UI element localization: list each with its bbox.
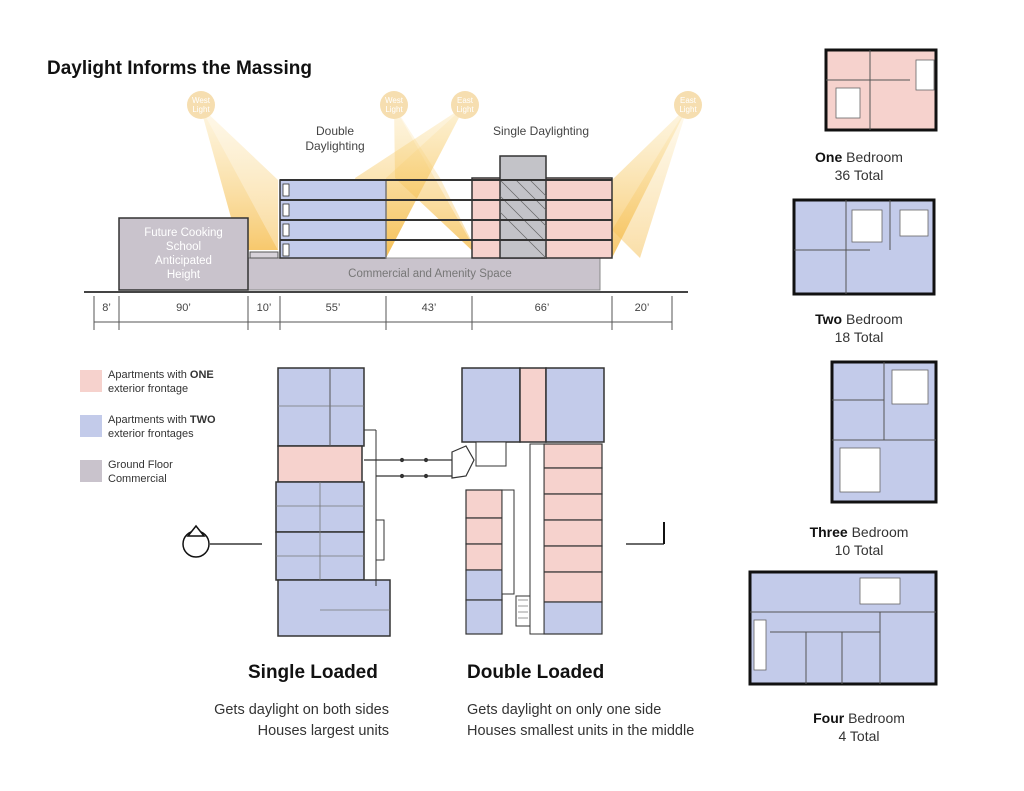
legend-swatch-two — [80, 415, 102, 437]
unit-caption-one: One Bedroom 36 Total — [815, 149, 903, 183]
floor-lines — [280, 179, 612, 241]
dim-8: 8’ — [102, 302, 111, 314]
unit-plans — [748, 48, 938, 686]
dim-20: 20’ — [634, 302, 650, 314]
dim-66: 66’ — [534, 302, 550, 314]
light-cone-east-2b — [612, 106, 688, 258]
single-loaded-title: Single Loaded — [248, 662, 378, 683]
dimension-line — [93, 296, 673, 330]
legend-swatch-commercial — [80, 460, 102, 482]
stair-core — [499, 155, 547, 259]
unit-caption-two: Two Bedroom 18 Total — [815, 311, 903, 345]
cooking-school-block — [118, 217, 249, 291]
unit-plan-two-bedroom — [792, 198, 936, 296]
double-loaded-title: Double Loaded — [467, 662, 605, 683]
unit-caption-four: Four Bedroom 4 Total — [813, 710, 905, 744]
dim-43: 43’ — [421, 302, 437, 314]
bridge — [364, 445, 475, 479]
page-title: Daylight Informs the Massing — [47, 58, 312, 79]
dim-10: 10’ — [256, 302, 272, 314]
unit-caption-three: Three Bedroom 10 Total — [809, 524, 909, 558]
legend-swatch-one — [80, 370, 102, 392]
single-loaded-plan — [275, 367, 391, 637]
double-loaded-plan — [461, 367, 605, 635]
floor-plans — [182, 367, 665, 637]
light-cone-west-1b — [200, 106, 278, 250]
dim-90: 90’ — [176, 302, 191, 314]
unit-plan-three-bedroom — [830, 360, 938, 504]
single-daylighting-label: Single Daylighting — [492, 124, 590, 138]
section-diagram — [84, 106, 688, 330]
dim-55: 55’ — [325, 302, 341, 314]
unit-plan-four-bedroom — [748, 570, 938, 686]
commercial-amenity-label: Commercial and Amenity Space — [348, 268, 512, 280]
unit-plan-one-bedroom — [824, 48, 938, 132]
light-cones — [200, 106, 688, 258]
